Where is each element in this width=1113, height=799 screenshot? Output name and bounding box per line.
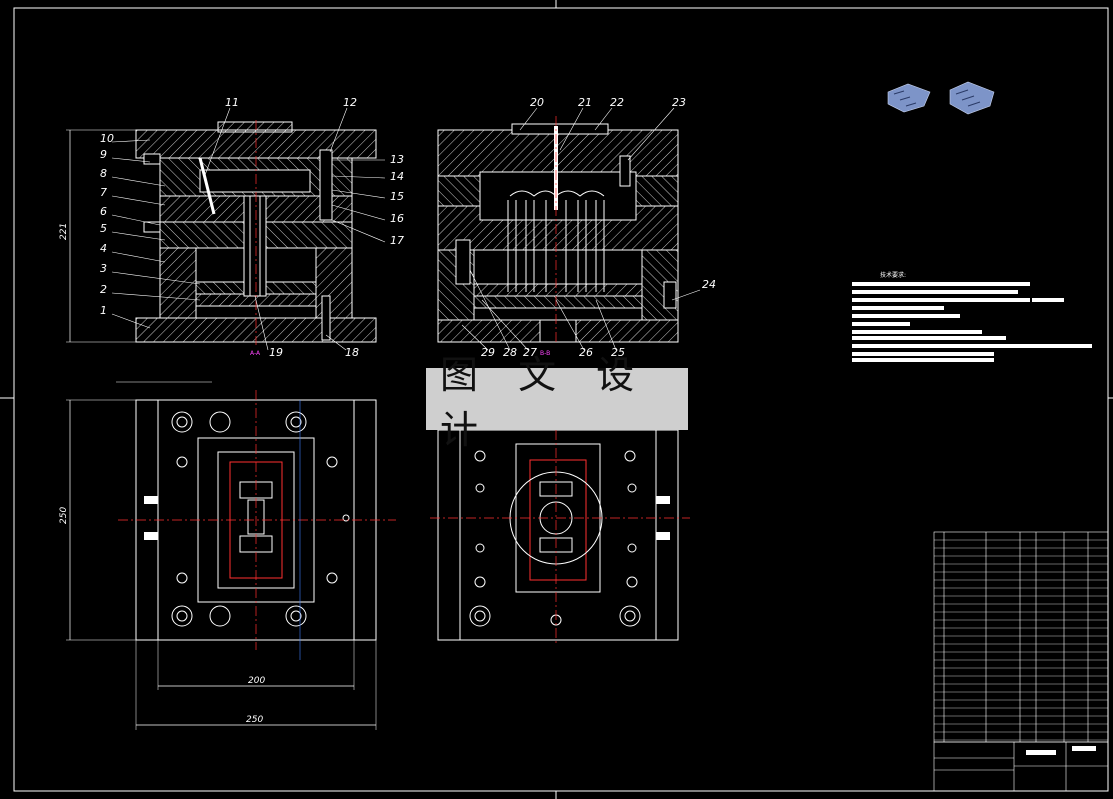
part-number-27: 27	[523, 346, 537, 359]
view-label-left: A-A	[250, 350, 261, 357]
part-thumbnail-icon	[949, 81, 995, 115]
part-number-12: 12	[343, 96, 357, 109]
part-number-26: 26	[579, 346, 593, 359]
watermark-text: 图 文 设 计	[440, 353, 649, 452]
section-view-right	[437, 116, 679, 345]
part-number-1: 1	[100, 304, 107, 317]
plan-view-right	[430, 429, 690, 645]
view-label-right: B-B	[540, 350, 550, 357]
part-number-28: 28	[503, 346, 517, 359]
dimension-inner-width: 200	[248, 676, 265, 686]
part-number-16: 16	[390, 212, 404, 225]
part-number-6: 6	[100, 205, 107, 218]
part-number-29: 29	[481, 346, 495, 359]
part-number-18: 18	[345, 346, 359, 359]
technical-requirements	[852, 282, 1092, 362]
part-number-4: 4	[100, 242, 107, 255]
leader-lines-left	[111, 107, 386, 351]
part-number-20: 20	[530, 96, 544, 109]
part-number-11: 11	[225, 96, 239, 109]
part-number-23: 23	[672, 96, 686, 109]
part-number-5: 5	[100, 222, 107, 235]
part-number-21: 21	[578, 96, 592, 109]
part-number-10: 10	[100, 132, 114, 145]
part-number-3: 3	[100, 262, 107, 275]
part-number-17: 17	[390, 234, 404, 247]
parts-list-rows	[934, 539, 1108, 741]
watermark-banner: 图 文 设 计	[426, 353, 688, 452]
part-number-15: 15	[390, 190, 404, 203]
plan-view-left	[66, 381, 396, 730]
part-thumbnail-icon	[887, 83, 931, 113]
dimension-outer-width: 250	[246, 715, 263, 725]
leader-lines-right	[461, 107, 701, 351]
part-number-19: 19	[269, 346, 283, 359]
dimension-height: 221	[59, 223, 69, 240]
part-number-13: 13	[390, 153, 404, 166]
part-number-8: 8	[100, 167, 107, 180]
part-number-14: 14	[390, 170, 404, 183]
part-number-9: 9	[100, 148, 107, 161]
part-number-7: 7	[100, 186, 107, 199]
drawing-frame	[13, 7, 1109, 792]
part-number-22: 22	[610, 96, 624, 109]
section-view-left	[66, 120, 377, 345]
part-number-2: 2	[100, 283, 107, 296]
part-number-25: 25	[611, 346, 625, 359]
tech-requirements-heading: 技术要求:	[880, 271, 906, 279]
parts-list-table	[933, 531, 1109, 792]
dimension-side-width: 250	[59, 507, 69, 524]
part-number-24: 24	[702, 278, 716, 291]
